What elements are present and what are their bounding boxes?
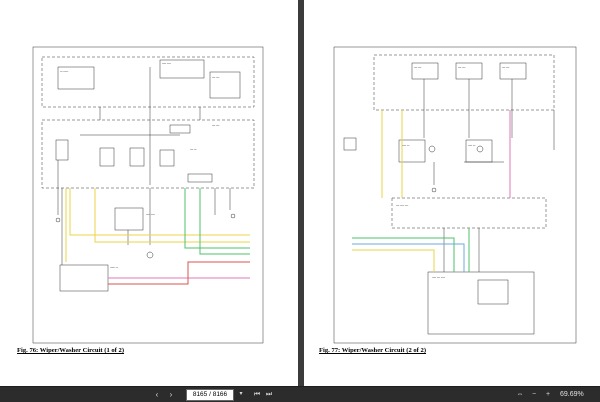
svg-text:▪▪▪▪ ▪▪▪▪: ▪▪▪▪ ▪▪▪▪ [414,66,422,69]
svg-text:▪▪▪▪▪▪ ▪▪▪: ▪▪▪▪▪▪ ▪▪▪ [110,266,118,269]
svg-text:▪▪▪▪▪ ▪▪▪▪▪: ▪▪▪▪▪ ▪▪▪▪▪ [146,213,155,216]
page-left: ▪▪▪ ▪▪▪▪▪▪ ▪▪▪▪▪ ▪▪▪▪▪ ▪▪▪▪ ▪▪▪▪ ▪▪▪▪ ▪▪… [0,0,298,386]
svg-text:▪▪▪▪▪ ▪▪▪▪ ▪▪▪▪▪: ▪▪▪▪▪ ▪▪▪▪ ▪▪▪▪▪ [432,276,445,279]
zoom-level[interactable]: 69.69% [560,391,584,398]
wiper-diagram-right: ▪▪▪▪ ▪▪▪▪ ▪▪▪▪ ▪▪▪▪ ▪▪▪▪ ▪▪▪▪ ▪▪▪▪▪ ▪▪▪ … [333,46,577,344]
zoom-out-icon[interactable]: − [531,391,537,398]
fit-width-icon[interactable]: ⇔ [516,391,524,398]
prev-page-icon[interactable]: ‹ [155,390,159,399]
page-number-input[interactable]: 8165 / 8166 [186,389,234,401]
svg-text:▪▪▪▪ ▪▪▪▪: ▪▪▪▪ ▪▪▪▪ [502,66,510,69]
svg-text:▪▪▪▪▪ ▪▪▪: ▪▪▪▪▪ ▪▪▪ [402,144,410,147]
svg-text:▪▪▪▪ ▪▪▪▪▪ ▪▪▪▪: ▪▪▪▪ ▪▪▪▪▪ ▪▪▪▪ [396,204,408,207]
wiper-diagram-left: ▪▪▪ ▪▪▪▪▪▪ ▪▪▪▪▪ ▪▪▪▪▪ ▪▪▪▪ ▪▪▪▪ ▪▪▪▪ ▪▪… [32,46,264,344]
svg-text:▪▪▪▪ ▪▪▪▪: ▪▪▪▪ ▪▪▪▪ [212,124,220,127]
svg-text:▪▪▪▪ ▪▪▪▪: ▪▪▪▪ ▪▪▪▪ [458,66,466,69]
document-viewer: ▪▪▪ ▪▪▪▪▪▪ ▪▪▪▪▪ ▪▪▪▪▪ ▪▪▪▪ ▪▪▪▪ ▪▪▪▪ ▪▪… [0,0,600,386]
figure-caption-left: Fig. 76: Wiper/Washer Circuit (1 of 2) [17,347,125,354]
zoom-in-icon[interactable]: + [545,391,551,398]
figure-caption-right: Fig. 77: Wiper/Washer Circuit (2 of 2) [319,347,427,354]
first-page-icon[interactable]: ⏮ [253,391,261,398]
viewer-toolbar: ‹ › 8165 / 8166 ▾ ⏮ ⏭ ⇔ − + 69.69% [0,386,600,402]
svg-text:▪▪▪▪ ▪▪▪: ▪▪▪▪ ▪▪▪ [190,148,197,151]
last-page-icon[interactable]: ⏭ [265,391,273,398]
page-right: ▪▪▪▪ ▪▪▪▪ ▪▪▪▪ ▪▪▪▪ ▪▪▪▪ ▪▪▪▪ ▪▪▪▪▪ ▪▪▪ … [304,0,600,386]
svg-text:▪▪▪▪▪ ▪▪▪: ▪▪▪▪▪ ▪▪▪ [468,144,476,147]
svg-text:▪▪▪ ▪▪▪▪▪▪: ▪▪▪ ▪▪▪▪▪▪ [60,70,68,73]
next-page-icon[interactable]: › [169,390,173,399]
svg-text:▪▪▪▪ ▪▪▪▪: ▪▪▪▪ ▪▪▪▪ [212,76,220,79]
dropdown-icon[interactable]: ▾ [239,391,243,397]
svg-text:▪▪▪▪▪ ▪▪▪▪▪: ▪▪▪▪▪ ▪▪▪▪▪ [162,62,171,65]
